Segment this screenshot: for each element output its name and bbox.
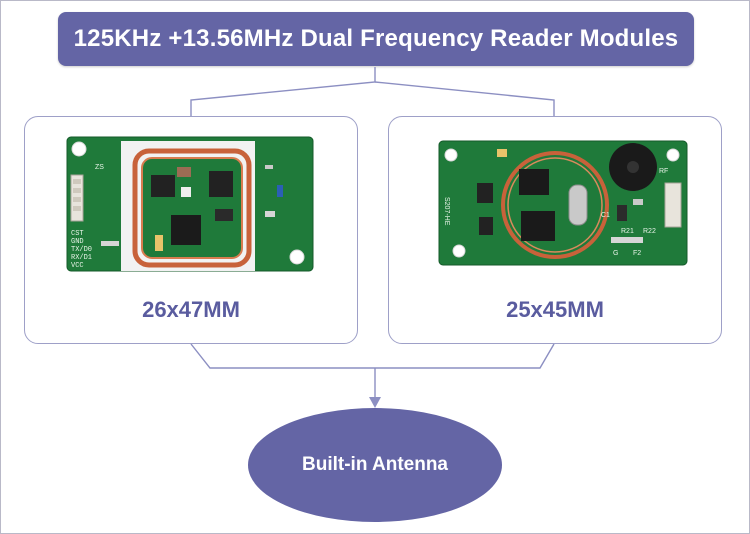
antenna-ellipse: Built-in Antenna	[248, 408, 502, 522]
silkscreen-zs: ZS	[95, 164, 104, 171]
title-text: 125KHz +13.56MHz Dual Frequency Reader M…	[73, 25, 679, 52]
arrow-head-icon	[369, 397, 381, 408]
connector-cards-merge	[190, 343, 555, 369]
title-banner: 125KHz +13.56MHz Dual Frequency Reader M…	[58, 12, 694, 66]
reader-module-photo-1: ZS CST GND TX/D0 RX/D1 VCC	[65, 135, 315, 275]
connector-title-to-right-card	[374, 81, 555, 116]
silkscreen-model: S207-HE	[443, 197, 450, 226]
reader-module-photo-2: S207-HE R21 R22 C1 RF G F2	[437, 133, 693, 273]
pin-label: G	[613, 250, 618, 257]
pin-label: CST	[71, 230, 84, 238]
module-card-25x45: S207-HE R21 R22 C1 RF G F2 25x45MM	[388, 116, 722, 344]
module-size-label: 25x45MM	[506, 297, 604, 322]
module-card-26x47: ZS CST GND TX/D0 RX/D1 VCC 26x47MM	[24, 116, 358, 344]
module-size-label: 26x47MM	[142, 297, 240, 322]
pin-label: VCC	[71, 262, 84, 270]
silkscreen-label: R22	[643, 228, 656, 235]
pin-label: TX/D0	[71, 246, 92, 254]
silkscreen-label: RF	[659, 168, 668, 175]
antenna-label: Built-in Antenna	[302, 454, 448, 475]
silkscreen-label: R21	[621, 228, 634, 235]
silkscreen-label: C1	[601, 212, 610, 219]
connector-title-to-cards	[190, 67, 376, 116]
pin-label: RX/D1	[71, 254, 92, 262]
pin-label: GND	[71, 238, 84, 246]
pin-label: F2	[633, 250, 641, 257]
